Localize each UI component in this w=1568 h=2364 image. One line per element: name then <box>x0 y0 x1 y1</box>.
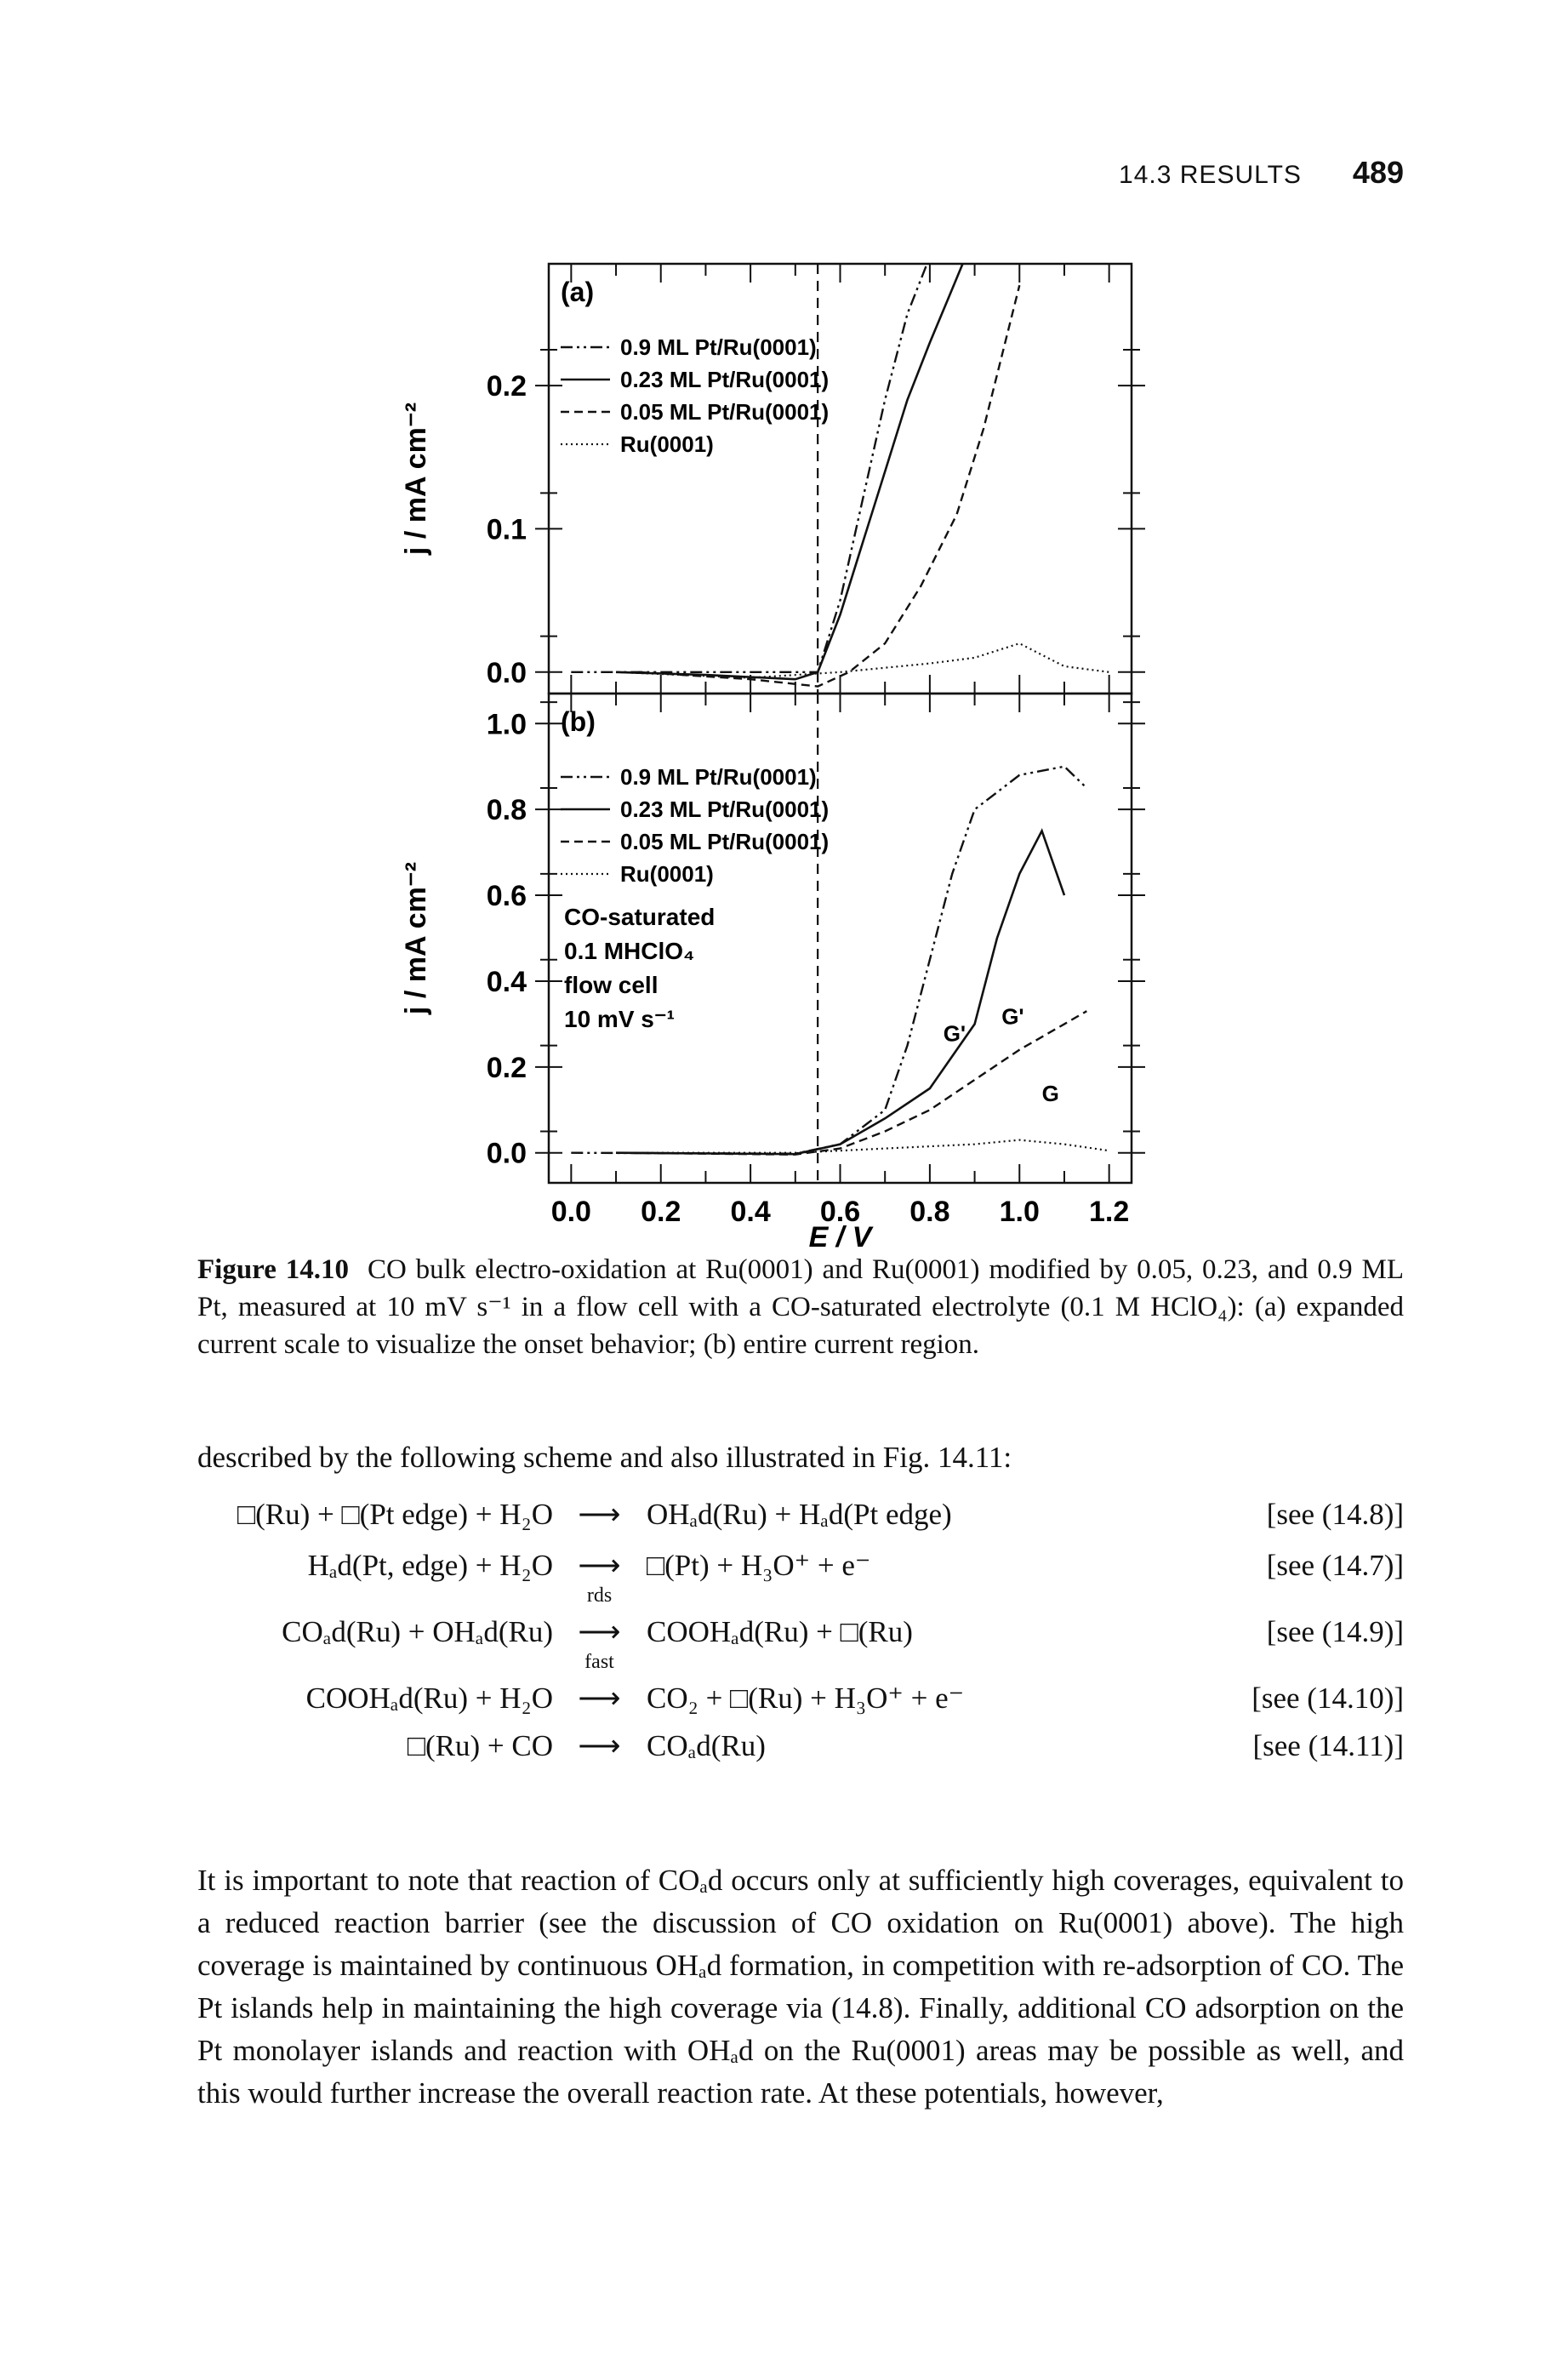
x-tick-label: 0.0 <box>551 1196 591 1228</box>
y-tick-label: 0.8 <box>487 794 527 826</box>
x-tick-label: 0.8 <box>909 1196 949 1228</box>
legend-entry: 0.05 ML Pt/Ru(0001) <box>620 399 829 425</box>
caption-label: Figure 14.10 <box>197 1254 349 1285</box>
caption-text: CO bulk electro-oxidation at Ru(0001) an… <box>197 1254 1404 1360</box>
equation-lhs: □(Ru) + CO <box>407 1729 553 1762</box>
y-tick-label: 0.0 <box>487 657 527 689</box>
reaction-arrow: ⟶rds <box>576 1585 623 1653</box>
equation-lhs: Hₐd(Pt, edge) + H₂O <box>307 1549 553 1582</box>
legend-entry: 0.9 ML Pt/Ru(0001) <box>620 764 817 790</box>
equation-reference: [see (14.10)] <box>1252 1682 1404 1715</box>
panel-label: (a) <box>561 277 594 307</box>
equation-lhs: COₐd(Ru) + OHₐd(Ru) <box>282 1615 553 1648</box>
y-tick-label: 1.0 <box>487 708 527 740</box>
curve-annotation: G' <box>1001 1003 1023 1029</box>
curve-annotation: G' <box>944 1021 966 1047</box>
equation-reference: [see (14.7)] <box>1266 1549 1404 1582</box>
x-axis: 0.0 0.2 0.4 0.6 0.8 1.0 1.2 E / V <box>551 1196 1130 1251</box>
equation-row: COOHₐd(Ru) + H₂O ⟶fast CO₂ + □(Ru) + H₃O⁺ … <box>197 1651 1404 1720</box>
condition-text: 0.1 MHClO₄ <box>564 938 694 964</box>
x-tick-label: 1.2 <box>1089 1196 1129 1228</box>
x-tick-label: 0.4 <box>730 1196 770 1228</box>
y-tick-label: 0.4 <box>487 966 527 998</box>
data-series <box>638 284 1021 688</box>
legend-entry: Ru(0001) <box>620 431 714 457</box>
data-series <box>571 264 928 673</box>
legend-entry: 0.23 ML Pt/Ru(0001) <box>620 367 829 392</box>
legend-entry: 0.9 ML Pt/Ru(0001) <box>620 334 817 360</box>
data-series <box>615 642 1109 679</box>
curve-annotation: G <box>1042 1081 1059 1106</box>
legend-entry: 0.23 ML Pt/Ru(0001) <box>620 797 829 822</box>
y-tick-label: 0.2 <box>487 370 527 403</box>
equation-rhs: □(Pt) + H₃O⁺ + e⁻ <box>647 1549 871 1582</box>
equation-row: COₐd(Ru) + OHₐd(Ru) ⟶rds COOHₐd(Ru) + □(Ru… <box>197 1585 1404 1653</box>
equation-row: □(Ru) + □(Pt edge) + H₂O ⟶ OHₐd(Ru) + Hₐd(… <box>197 1493 1404 1536</box>
equation-rhs: OHₐd(Ru) + Hₐd(Pt edge) <box>647 1498 952 1531</box>
body-paragraph: It is important to note that reaction of… <box>197 1864 1404 2110</box>
equation-rhs: COOHₐd(Ru) + □(Ru) <box>647 1615 913 1648</box>
data-series <box>615 264 964 681</box>
panel-a: 0.0 0.1 0.2 j / mA cm⁻² (a) 0.9 ML Pt/Ru(0001… <box>400 262 1145 695</box>
condition-text: 10 mV s⁻¹ <box>564 1006 675 1032</box>
y-tick-label: 0.2 <box>487 1052 527 1084</box>
x-tick-label: 0.6 <box>820 1196 860 1228</box>
page-number: 489 <box>1352 155 1404 190</box>
data-series <box>615 828 1066 1156</box>
y-tick-label: 0.0 <box>487 1138 527 1170</box>
legend-entry: 0.05 ML Pt/Ru(0001) <box>620 829 829 854</box>
equation-reference: [see (14.9)] <box>1266 1615 1404 1648</box>
equation-row: Hₐd(Pt, edge) + H₂O ⟶ □(Pt) + H₃O⁺ + e⁻ [se… <box>197 1545 1404 1587</box>
scheme-intro: described by the following scheme and al… <box>197 1441 1012 1474</box>
plot-frame <box>547 262 1133 695</box>
reaction-arrow: ⟶ <box>578 1549 621 1582</box>
equation-rhs: COₐd(Ru) <box>647 1729 766 1762</box>
y-axis-label: j / mA cm⁻² <box>400 862 432 1015</box>
data-series <box>616 1139 1109 1154</box>
panel-label: (b) <box>561 706 596 737</box>
section-title: 14.3 RESULTS <box>1119 161 1302 189</box>
equation-lhs: □(Ru) + □(Pt edge) + H₂O <box>237 1498 553 1531</box>
arrow-label: fast <box>584 1651 614 1673</box>
figure-14-10: 0.0 0.1 0.2 j / mA cm⁻² (a) 0.9 ML Pt/Ru(0001… <box>400 262 1145 1251</box>
y-tick-label: 0.6 <box>487 880 527 912</box>
reaction-arrow: ⟶ <box>578 1729 621 1762</box>
panel-b: 0.0 0.2 0.4 0.6 0.8 1.0 j / mA cm⁻² (b) 0.9 ML P… <box>400 692 1145 1185</box>
y-axis-label: j / mA cm⁻² <box>400 403 432 556</box>
y-tick-label: 0.1 <box>487 513 527 545</box>
x-tick-label: 1.0 <box>1000 1196 1040 1228</box>
condition-text: CO-saturated <box>564 904 715 930</box>
equation-reference: [see (14.8)] <box>1266 1498 1404 1531</box>
x-axis-label: E / V <box>809 1221 875 1251</box>
data-series <box>615 1010 1087 1156</box>
equation-row: □(Ru) + CO ⟶ COₐd(Ru) [see (14.11)] <box>197 1725 1404 1767</box>
equation-reference: [see (14.11)] <box>1252 1729 1404 1762</box>
reaction-arrow: ⟶ <box>578 1498 621 1531</box>
running-header: 14.3 RESULTS 489 <box>1029 155 1404 191</box>
reaction-arrow: ⟶fast <box>576 1651 623 1720</box>
x-tick-label: 0.2 <box>641 1196 681 1228</box>
equation-rhs: CO₂ + □(Ru) + H₃O⁺ + e⁻ <box>647 1682 965 1715</box>
legend-entry: Ru(0001) <box>620 861 714 887</box>
equation-lhs: COOHₐd(Ru) + H₂O <box>305 1682 553 1715</box>
arrow-label: rds <box>586 1585 613 1607</box>
condition-text: flow cell <box>564 972 658 998</box>
